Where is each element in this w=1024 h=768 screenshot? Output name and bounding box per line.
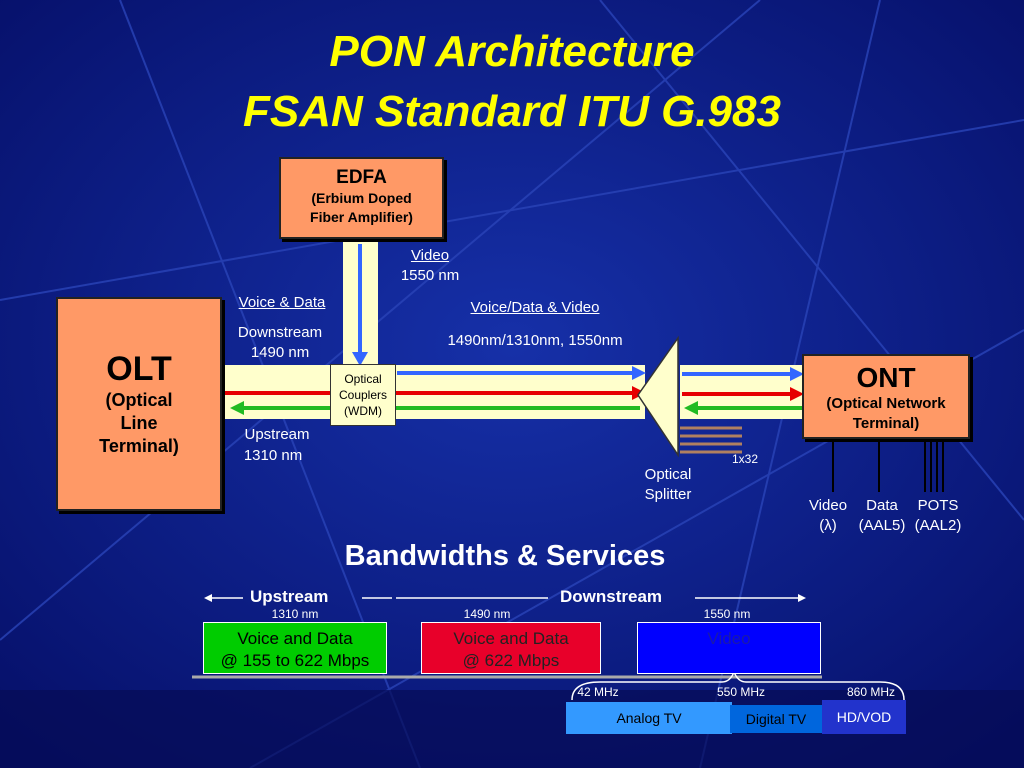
video-label: Video [410,247,450,264]
ont-output-data-label: Data [866,497,898,514]
ont-sub2: Terminal) [852,415,920,432]
ont-title: ONT [856,362,916,393]
ont-output-video-sub: (λ) [819,517,837,534]
bandwidths-heading: Bandwidths & Services [344,540,666,572]
splitter-line1: Optical [644,466,692,483]
olt-sub2: Line [120,413,158,433]
edfa-sub1: (Erbium Doped [311,190,412,206]
edfa-title: EDFA [336,167,387,188]
coupler-line3: (WDM) [344,404,382,418]
downstream-direction-label: Downstream [560,587,663,606]
downstream-label: Downstream [237,324,323,341]
olt-sub1: (Optical [105,390,173,410]
coupler-line2: Couplers [338,388,388,402]
splitter-ratio: 1x32 [731,452,759,466]
ont-output-data: Data (AAL5) [852,496,912,536]
ont-output-video-label: Video [808,497,848,514]
ont-output-pots: POTS (AAL2) [907,496,969,536]
voice-data-label: Voice & Data [238,294,326,311]
coupler-line1: Optical [344,372,382,386]
band-video-line1: Video [707,629,751,648]
band-downstream-box: Voice and Data @ 622 Mbps [421,622,601,674]
band-1550-wavelength: 1550 nm [703,607,751,621]
olt-title: OLT [106,350,172,388]
upstream-label: Upstream [244,426,310,443]
combined-wavelengths: 1490nm/1310nm, 1550nm [447,332,623,349]
freq-860: 860 MHz [846,685,896,699]
ont-output-data-sub: (AAL5) [858,517,906,534]
title-line-1: PON Architecture [329,27,695,76]
band-upstream-line2: @ 155 to 622 Mbps [220,651,370,670]
upstream-direction-label: Upstream [250,587,329,606]
edfa-box: EDFA (Erbium Doped Fiber Amplifier) [279,157,444,239]
band-1310-wavelength: 1310 nm [271,607,319,621]
ont-output-pots-sub: (AAL2) [914,517,962,534]
service-analog-tv: Analog TV [566,702,732,734]
upstream-wavelength: 1310 nm [243,447,303,464]
ont-sub1: (Optical Network [826,395,946,412]
ont-box: ONT (Optical Network Terminal) [802,354,970,439]
olt-box: OLT (Optical Line Terminal) [56,297,222,511]
band-1490-wavelength: 1490 nm [463,607,511,621]
band-downstream-line2: @ 622 Mbps [462,651,560,670]
video-wavelength: 1550 nm [400,267,460,284]
freq-42: 42 MHz [577,685,619,699]
splitter-line2: Splitter [644,486,692,503]
service-hd-vod: HD/VOD [822,700,906,734]
optical-coupler-box: Optical Couplers (WDM) [330,364,396,426]
band-video-box: Video [637,622,821,674]
ont-output-pots-label: POTS [917,497,959,514]
edfa-sub2: Fiber Amplifier) [310,209,413,225]
ont-output-video: Video (λ) [798,496,858,536]
splitter-shape [637,335,679,458]
band-upstream-line1: Voice and Data [237,629,353,648]
band-downstream-line1: Voice and Data [453,629,569,648]
freq-550: 550 MHz [716,685,766,699]
video-down-arrow [352,352,368,366]
title-line-2: FSAN Standard ITU G.983 [243,87,781,136]
olt-sub3: Terminal) [99,436,179,456]
combined-label: Voice/Data & Video [470,299,600,316]
band-upstream-box: Voice and Data @ 155 to 622 Mbps [203,622,387,674]
service-digital-tv: Digital TV [730,705,822,733]
downstream-wavelength: 1490 nm [250,344,310,361]
